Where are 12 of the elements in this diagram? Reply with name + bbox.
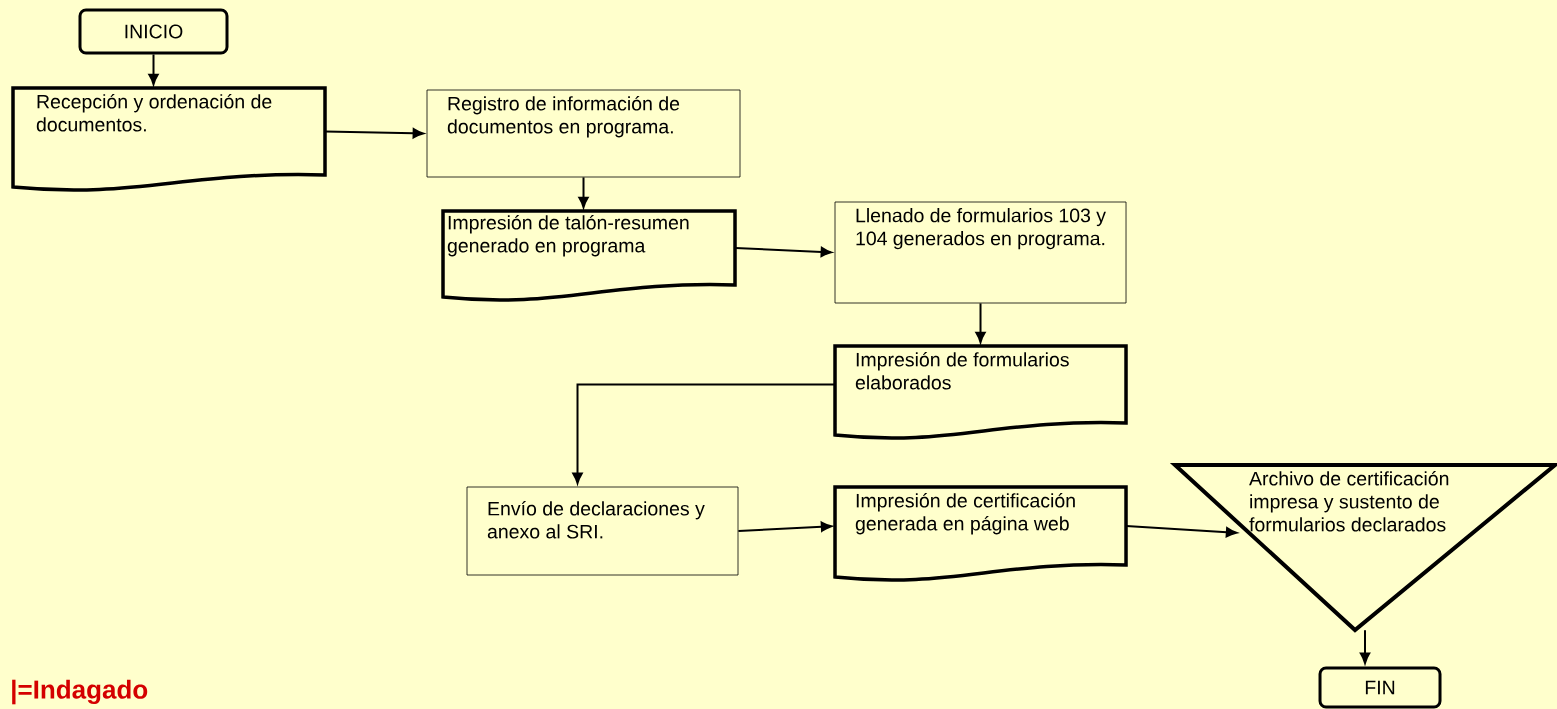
terminal-box: FIN — [1318, 666, 1442, 709]
legend-note: |=Indagado — [12, 679, 148, 705]
process-box: Registro de información de documentos en programa. — [426, 89, 741, 178]
terminal-box: INICIO — [78, 8, 229, 55]
arrow — [737, 521, 833, 532]
arrow — [975, 302, 986, 344]
process-box: Envío de declaraciones y anexo al SRI. — [466, 486, 739, 576]
arrow — [578, 176, 589, 209]
arrow — [1359, 629, 1371, 664]
arrow — [148, 53, 159, 86]
arrow — [1125, 525, 1238, 538]
process-box: Llenado de formularios 103 y 104 generados en programa. — [834, 201, 1127, 304]
